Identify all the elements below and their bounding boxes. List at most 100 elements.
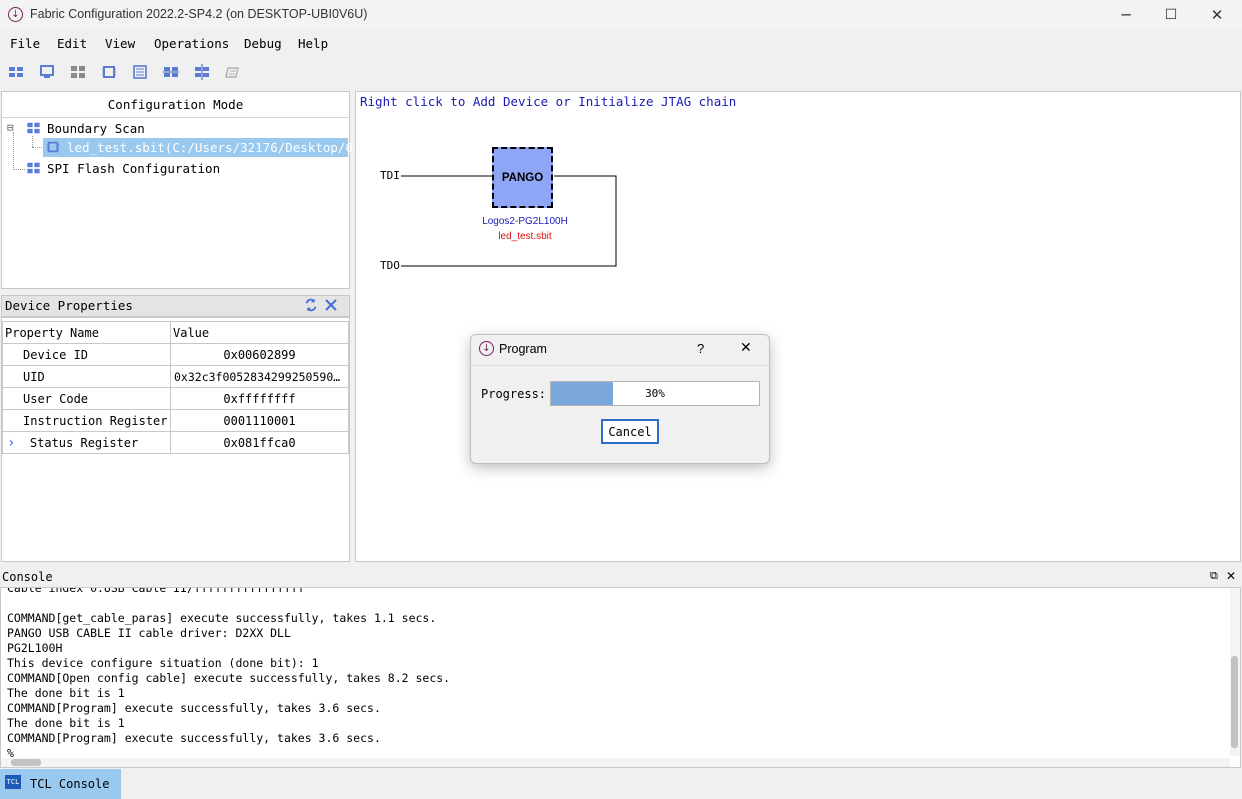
dialog-divider (471, 365, 769, 366)
close-button[interactable]: ✕ (1210, 6, 1224, 24)
console-output[interactable]: Cable index 0:USB Cable II/fffffffffffff… (0, 587, 1241, 768)
console-close-icon[interactable]: ✕ (1226, 569, 1237, 583)
dialog-close-button[interactable]: ✕ (740, 340, 752, 356)
column-header-value: Value (170, 321, 349, 344)
device-chip[interactable]: PANGO (492, 147, 553, 208)
tree-connector (32, 147, 42, 149)
minimize-button[interactable]: ─ (1121, 6, 1131, 24)
column-header-property-name: Property Name (2, 321, 171, 344)
table-row[interactable]: User Code 0xffffffff (2, 387, 349, 410)
console-line: The done bit is 1 (7, 686, 125, 700)
list-icon[interactable] (132, 64, 148, 80)
table-row[interactable]: UID 0x32c3f0052834299250590… (2, 365, 349, 388)
property-value: 0x081ffca0 (170, 431, 349, 454)
tdo-label: TDO (380, 259, 400, 272)
console-line: COMMAND[Program] execute successfully, t… (7, 701, 381, 715)
property-value: 0x32c3f0052834299250590… (170, 365, 349, 388)
menu-debug[interactable]: Debug (244, 36, 282, 51)
console-line: COMMAND[Program] execute successfully, t… (7, 731, 381, 745)
title-bar: ↓ Fabric Configuration 2022.2-SP4.2 (on … (0, 0, 1242, 30)
device-properties-title: Device Properties (5, 298, 133, 313)
device-name: Logos2-PG2L100H (482, 216, 568, 227)
table-row[interactable]: Instruction Register 0001110001 (2, 409, 349, 432)
progress-label: Progress: (481, 387, 547, 401)
tcl-console-tab-label: TCL Console (30, 777, 110, 791)
tree-item-spi-flash[interactable]: SPI Flash Configuration (47, 161, 221, 176)
canvas-hint: Right click to Add Device or Initialize … (360, 94, 737, 109)
console-line: % (7, 746, 14, 760)
table-row[interactable]: › Status Register 0x081ffca0 (2, 431, 349, 454)
progress-text: 30% (645, 387, 665, 400)
device-bitfile: led_test.sbit (498, 231, 552, 242)
property-name: Instruction Register (2, 409, 171, 432)
boundary-scan-icon (27, 122, 40, 134)
selected-file-label: led_test.sbit(C:/Users/32176/Desktop/0… (67, 140, 361, 155)
console-line: This device configure situation (done bi… (7, 656, 319, 670)
console-line: PANGO USB CABLE II cable driver: D2XX DL… (7, 626, 291, 640)
configuration-mode-panel (1, 91, 350, 289)
horizontal-scroll-thumb[interactable] (11, 759, 41, 766)
progress-fill (551, 382, 614, 405)
tree-item-boundary-scan[interactable]: Boundary Scan (47, 121, 145, 136)
chip-label: PANGO (501, 171, 544, 184)
menu-view[interactable]: View (105, 36, 136, 51)
property-name: UID (2, 365, 171, 388)
table-header-row: Property Name Value (2, 321, 349, 344)
console-restore-icon[interactable]: ⧉ (1210, 569, 1218, 582)
device-properties-table: Property Name Value Device ID 0x00602899… (2, 321, 349, 454)
property-value: 0001110001 (170, 409, 349, 432)
tree-connector (32, 136, 34, 147)
console-line: The done bit is 1 (7, 716, 125, 730)
vertical-scrollbar[interactable] (1230, 588, 1240, 756)
chip-icon[interactable] (101, 64, 117, 80)
chip-file-icon (46, 141, 60, 153)
property-name: Device ID (2, 343, 171, 366)
menu-help[interactable]: Help (298, 36, 329, 51)
property-name: Status Register (29, 435, 139, 450)
tree-connector (13, 169, 25, 171)
menu-file[interactable]: File (10, 36, 41, 51)
window-title: Fabric Configuration 2022.2-SP4.2 (on DE… (30, 7, 368, 21)
panel-divider (2, 117, 349, 118)
expand-chevron-icon[interactable]: › (7, 434, 16, 451)
console-line: PG2L100H (7, 641, 63, 655)
tcl-icon: TCL (5, 775, 21, 789)
console-line: Cable index 0:USB Cable II/fffffffffffff… (7, 587, 305, 595)
app-logo-icon: ↓ (8, 7, 23, 22)
horizontal-scrollbar[interactable] (1, 758, 1230, 767)
progress-bar: 30% (550, 381, 760, 406)
program-dialog-icon: ↓ (479, 341, 494, 356)
close-panel-icon[interactable] (325, 299, 337, 311)
cancel-button[interactable]: Cancel (601, 419, 659, 444)
device-properties-header (1, 295, 350, 317)
collapse-toggle-icon[interactable]: ⊟ (7, 121, 14, 134)
chain-left-icon[interactable] (163, 64, 179, 80)
program-dialog: ↓ Program ? ✕ Progress: 30% Cancel (470, 334, 770, 464)
cancel-button-label: Cancel (608, 424, 652, 439)
spi-flash-icon (27, 162, 40, 174)
console-title: Console (2, 570, 53, 584)
property-value: 0xffffffff (170, 387, 349, 410)
maximize-button[interactable]: ☐ (1164, 7, 1178, 23)
menu-bar: File Edit View Operations Debug Help (0, 31, 1242, 55)
grid-icon[interactable] (70, 64, 86, 80)
menu-edit[interactable]: Edit (57, 36, 88, 51)
dialog-help-button[interactable]: ? (697, 341, 705, 356)
monitor-icon[interactable] (39, 64, 55, 80)
table-row[interactable]: Device ID 0x00602899 (2, 343, 349, 366)
menu-operations[interactable]: Operations (154, 36, 230, 51)
dialog-title: Program (499, 342, 547, 356)
jtag-chain-wires (401, 175, 617, 267)
property-value: 0x00602899 (170, 343, 349, 366)
console-line: COMMAND[Open config cable] execute succe… (7, 671, 451, 685)
refresh-icon[interactable] (304, 298, 318, 312)
console-line: COMMAND[get_cable_paras] execute success… (7, 611, 437, 625)
chain-right-icon[interactable] (194, 64, 210, 80)
tdi-label: TDI (380, 169, 400, 182)
configuration-mode-title: Configuration Mode (107, 97, 244, 112)
tree-item-selected-file[interactable] (43, 138, 348, 157)
tcl-console-tab[interactable]: TCL TCL Console (0, 769, 121, 799)
jtag-chain-icon[interactable] (8, 64, 24, 80)
vertical-scroll-thumb[interactable] (1231, 656, 1238, 748)
disabled-tool-icon (225, 67, 239, 78)
